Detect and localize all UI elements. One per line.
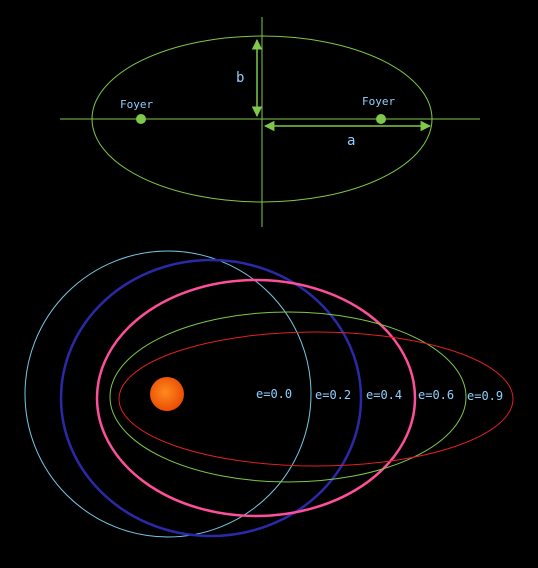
orbit-label-e-0-0: e=0.0 bbox=[256, 387, 292, 401]
central-star bbox=[150, 377, 184, 411]
orbit-label-e-0-4: e=0.4 bbox=[366, 388, 402, 402]
semi-major-label: a bbox=[347, 133, 355, 149]
semi-minor-label: b bbox=[236, 70, 244, 86]
eccentricity-orbits-diagram: e=0.0 e=0.2 e=0.4 e=0.6 e=0.9 bbox=[24, 250, 514, 538]
orbit-label-e-0-9: e=0.9 bbox=[467, 389, 503, 403]
ellipse-geometry-diagram: Foyer Foyer b a bbox=[60, 17, 480, 227]
orbit-label-e-0-6: e=0.6 bbox=[418, 388, 454, 402]
orbit-e-0-0 bbox=[24, 250, 312, 538]
orbit-e-0-6 bbox=[109, 311, 467, 483]
right-focus-label: Foyer bbox=[362, 95, 395, 108]
left-focus-point bbox=[136, 114, 146, 124]
reference-ellipse bbox=[91, 35, 433, 203]
left-focus-label: Foyer bbox=[120, 98, 153, 111]
right-focus-point bbox=[376, 114, 386, 124]
orbit-e-0-2 bbox=[59, 258, 363, 538]
orbit-e-0-9 bbox=[118, 331, 514, 467]
orbit-e-0-4 bbox=[95, 278, 417, 518]
orbit-label-e-0-2: e=0.2 bbox=[315, 388, 351, 402]
